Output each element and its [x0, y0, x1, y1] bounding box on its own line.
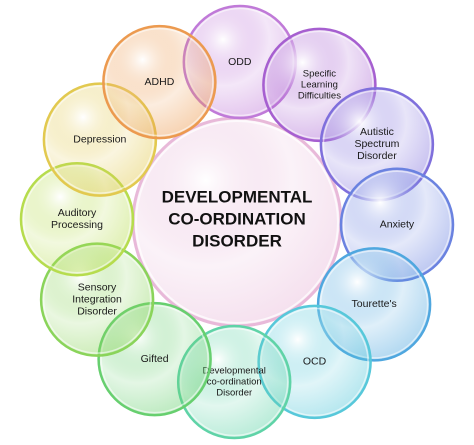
condition-circle-gloss — [100, 304, 209, 414]
condition-label: ODD — [228, 56, 252, 68]
condition-label: Specific — [303, 68, 337, 79]
condition-label: Tourette's — [352, 298, 397, 310]
condition-label: ADHD — [145, 76, 175, 88]
condition-label: OCD — [303, 356, 327, 368]
center-label: DISORDER — [192, 231, 282, 250]
condition-label: Autistic — [360, 126, 394, 138]
condition-label: Disorder — [77, 305, 117, 317]
condition-label: Disorder — [357, 150, 397, 162]
condition-circle — [102, 24, 217, 140]
condition-circle-gloss — [45, 85, 155, 194]
condition-label: Developmental — [203, 365, 266, 376]
condition-circle-gloss — [265, 30, 374, 140]
condition-label: Difficulties — [298, 90, 341, 101]
condition-label: Spectrum — [354, 138, 399, 150]
condition-label: Disorder — [216, 387, 252, 398]
condition-label: Processing — [51, 219, 103, 231]
center-label: CO-ORDINATION — [168, 209, 306, 228]
condition-circle-gloss — [319, 250, 429, 359]
condition-bubble: ADHD — [102, 24, 217, 140]
condition-label: Learning — [301, 79, 338, 90]
condition-label: co-ordination — [207, 376, 262, 387]
condition-label: Depression — [73, 133, 126, 145]
center-label: DEVELOPMENTAL — [162, 187, 313, 206]
condition-label: Auditory — [58, 207, 97, 219]
condition-label: Integration — [72, 293, 122, 305]
condition-label: Gifted — [141, 353, 169, 365]
condition-circle-gloss — [105, 27, 214, 137]
condition-label: Anxiety — [380, 219, 415, 231]
condition-label: Sensory — [78, 281, 117, 293]
center-circle-highlight — [135, 120, 339, 324]
